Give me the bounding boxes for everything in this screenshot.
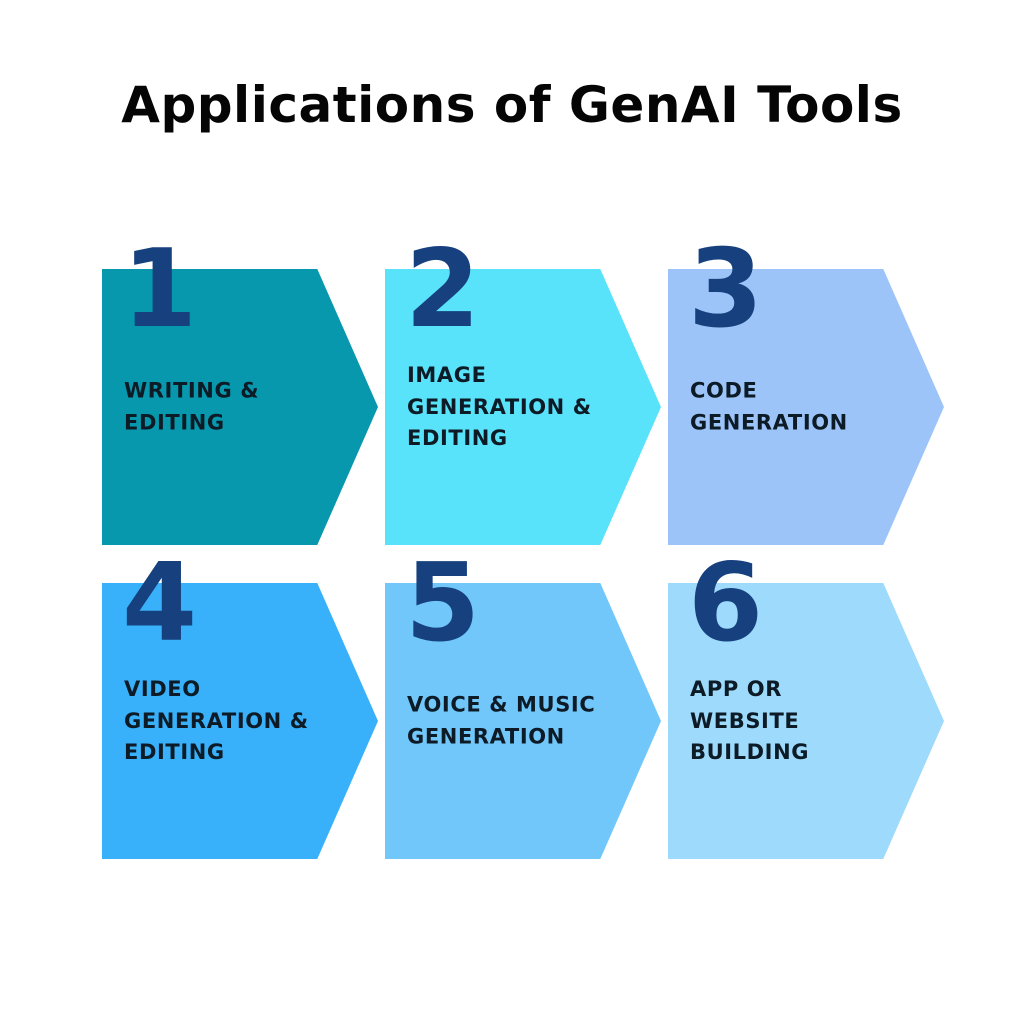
arrow-shape (668, 583, 944, 859)
card-3-code-generation: 3 CODE GENERATION (668, 236, 944, 545)
arrow-shape (668, 269, 944, 545)
step-label: IMAGE GENERATION & EDITING (407, 362, 592, 450)
card-5-voice-music-generation: 5 VOICE & MUSIC GENERATION (385, 550, 661, 859)
step-number: 4 (122, 541, 198, 666)
card-4-video-generation-editing: 4 VIDEO GENERATION & EDITING (102, 550, 378, 859)
step-number: 6 (688, 541, 764, 666)
step-label: APP OR WEBSITE BUILDING (690, 676, 810, 764)
arrow-shape (102, 269, 378, 545)
step-number: 1 (122, 227, 198, 352)
step-label: VOICE & MUSIC GENERATION (407, 692, 596, 749)
step-number: 2 (405, 227, 481, 352)
card-2-image-generation-editing: 2 IMAGE GENERATION & EDITING (385, 236, 661, 545)
arrow-shape (102, 583, 378, 859)
step-label: CODE GENERATION (690, 378, 848, 435)
step-label: WRITING & EDITING (124, 378, 260, 435)
page-title: Applications of GenAI Tools (121, 76, 903, 134)
step-number: 5 (405, 541, 481, 666)
card-1-writing-editing: 1 WRITING & EDITING (102, 236, 378, 545)
step-number: 3 (688, 227, 764, 352)
step-label: VIDEO GENERATION & EDITING (124, 676, 309, 764)
card-6-app-website-building: 6 APP OR WEBSITE BUILDING (668, 550, 944, 859)
arrow-shape (385, 269, 661, 545)
arrow-shape (385, 583, 661, 859)
